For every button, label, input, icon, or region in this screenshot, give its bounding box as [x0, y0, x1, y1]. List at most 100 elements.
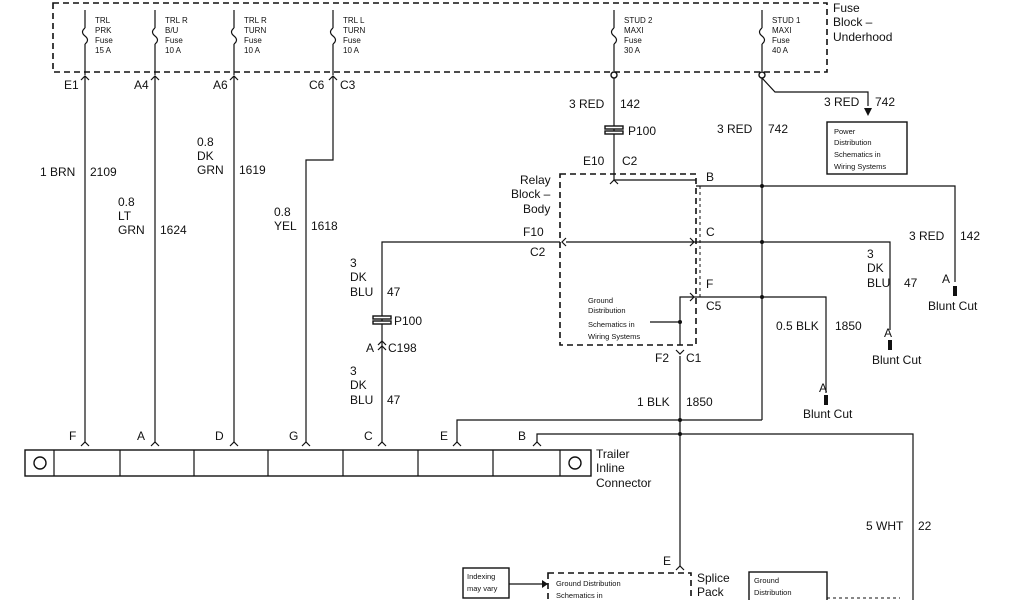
wire-47-right-circuit: 47 [904, 276, 918, 290]
trailer-pin-c: C [364, 429, 373, 443]
fuse-symbol-stud-2 [610, 27, 618, 79]
ground-ref-relay-1: Ground [588, 296, 613, 305]
pin-a6: A6 [213, 78, 228, 92]
fuse-label-stud-2: STUD 2 MAXI Fuse 30 A [624, 16, 653, 55]
fuse-block-title-2: Block – [833, 15, 873, 29]
wire-742-a-circuit: 742 [875, 95, 895, 109]
ground-ref-relay-4: Wiring Systems [588, 332, 640, 341]
svg-text:15 A: 15 A [95, 46, 112, 55]
wire-1850-b-circuit: 1850 [686, 395, 713, 409]
splice-pack-label-1: Splice [697, 571, 730, 585]
svg-text:TRL L: TRL L [343, 16, 365, 25]
wire-47-bot-circuit: 47 [387, 393, 401, 407]
svg-text:TRL R: TRL R [165, 16, 188, 25]
svg-text:Fuse: Fuse [95, 36, 113, 45]
wire-142-top-color: 3 RED [569, 97, 605, 111]
indexing-2: may vary [467, 584, 498, 593]
c2-left-label: C2 [530, 245, 546, 259]
svg-text:Fuse: Fuse [165, 36, 183, 45]
wire-1624-color-2: GRN [118, 223, 145, 237]
wire-22-color: 5 WHT [866, 519, 904, 533]
power-ref-1: Power [834, 127, 856, 136]
wire-742-b-circuit: 742 [768, 122, 788, 136]
wire-142-top-circuit: 142 [620, 97, 640, 111]
fuse-label-trl-r-turn: TRL R TURN Fuse 10 A [244, 16, 267, 55]
wire-1850-right [696, 296, 827, 393]
wire-142-right [696, 185, 956, 282]
relay-block-title-1: Relay [520, 173, 551, 187]
power-ref-2: Distribution [834, 138, 872, 147]
splice-pack-label-2: Pack [697, 585, 725, 599]
svg-text:10 A: 10 A [343, 46, 360, 55]
pin-c3: C3 [340, 78, 356, 92]
pin-b-label: B [706, 170, 714, 184]
fuse-block-title-3: Underhood [833, 30, 892, 44]
svg-text:Fuse: Fuse [772, 36, 790, 45]
wire-1850-b-color: 1 BLK [637, 395, 670, 409]
blunt-cut-3: Blunt Cut [803, 407, 853, 421]
c5-label: C5 [706, 299, 722, 313]
wire-1618-color: YEL [274, 219, 297, 233]
pin-f-label: F [706, 277, 713, 291]
blunt-a1: A [942, 272, 950, 286]
svg-text:STUD 1: STUD 1 [772, 16, 801, 25]
p100-top-label: P100 [628, 124, 656, 138]
svg-text:STUD 2: STUD 2 [624, 16, 653, 25]
c198-label: C198 [388, 341, 417, 355]
trailer-label-3: Connector [596, 476, 651, 490]
svg-text:TRL R: TRL R [244, 16, 267, 25]
svg-text:30 A: 30 A [624, 46, 641, 55]
wire-22-circuit: 22 [918, 519, 932, 533]
ground-ref-right-1: Ground [754, 576, 779, 585]
wire-2109-color: 1 BRN [40, 165, 75, 179]
fuse-label-trl-r-bu: TRL R B/U Fuse 10 A [165, 16, 188, 55]
wire-1618 [305, 76, 334, 442]
wire-1850-a-circuit: 1850 [835, 319, 862, 333]
wire-47-top-gauge: 3 [350, 256, 357, 270]
fuse-symbol-trl-prk [81, 27, 89, 75]
ground-ref-right-2: Distribution [754, 588, 792, 597]
svg-text:B/U: B/U [165, 26, 179, 35]
pin-e1: E1 [64, 78, 79, 92]
fuse-symbol-trl-r-turn [230, 27, 238, 75]
c198-pin-a: A [366, 341, 374, 355]
wire-1618-gauge: 0.8 [274, 205, 291, 219]
blunt-cut-1: Blunt Cut [928, 299, 978, 313]
power-ref-4: Wiring Systems [834, 162, 886, 171]
wire-142-right-color: 3 RED [909, 229, 945, 243]
pin-a4: A4 [134, 78, 149, 92]
blunt-cut-2: Blunt Cut [872, 353, 922, 367]
c2-top-label: C2 [622, 154, 638, 168]
power-ref-3: Schematics in [834, 150, 881, 159]
fuse-block-title-1: Fuse [833, 1, 860, 15]
trailer-pin-f: F [69, 429, 76, 443]
wire-47 [381, 241, 560, 442]
p100-left-label: P100 [394, 314, 422, 328]
wire-47-bot-gauge: 3 [350, 364, 357, 378]
relay-block-title-3: Body [523, 202, 550, 216]
fuse-label-stud-1: STUD 1 MAXI Fuse 40 A [772, 16, 801, 55]
wire-47-top-color-1: DK [350, 270, 367, 284]
blunt-a2: A [884, 326, 892, 340]
wire-47-right-color-2: BLU [867, 276, 890, 290]
wire-1624-circuit: 1624 [160, 223, 187, 237]
wire-1618-circuit: 1618 [311, 219, 338, 233]
wire-47-top-color-2: BLU [350, 285, 373, 299]
wire-2109-circuit: 2109 [90, 165, 117, 179]
fuse-label-trl-l-turn: TRL L TURN Fuse 10 A [343, 16, 365, 55]
fuse-symbol-trl-l-turn [329, 27, 337, 75]
f10-label: F10 [523, 225, 544, 239]
wire-742-a-color: 3 RED [824, 95, 860, 109]
power-ref-box [826, 121, 908, 175]
fuse-symbol-stud-1 [758, 27, 766, 79]
wire-1619-color-2: GRN [197, 163, 224, 177]
splice-pack-outline [547, 572, 692, 600]
ground-ref-right-box [748, 571, 828, 600]
trailer-pin-a: A [137, 429, 145, 443]
wire-742-branch [761, 77, 869, 106]
c1-label: C1 [686, 351, 702, 365]
wire-47-right-gauge: 3 [867, 247, 874, 261]
pin-c6: C6 [309, 78, 325, 92]
wire-47-right [696, 241, 891, 330]
